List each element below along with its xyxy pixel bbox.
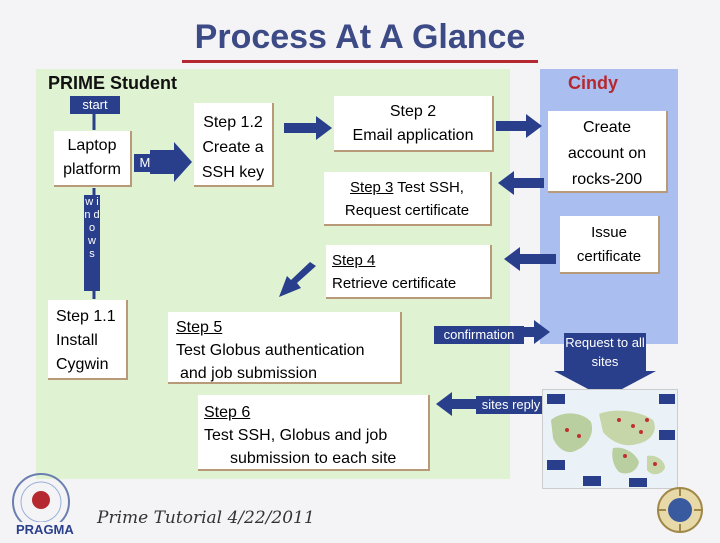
step-5-line-3: and job submission xyxy=(180,365,317,382)
sites-map-image xyxy=(542,389,678,489)
windows-char: i xyxy=(96,196,99,208)
student-panel-label: PRIME Student xyxy=(48,73,177,93)
nsf-seal xyxy=(656,486,704,534)
create-account-box: Create account on rocks-200 xyxy=(548,111,668,193)
step-6-line-2: Test SSH, Globus and job xyxy=(204,427,388,444)
step-1-2-line-2: Create a xyxy=(202,139,264,156)
title-underline xyxy=(182,60,538,63)
request-line-2: to all sites xyxy=(591,335,645,369)
tutorial-footer: Prime Tutorial 4/22/2011 xyxy=(97,508,315,528)
confirmation-tag: confirmation xyxy=(434,326,524,344)
step-5-line-2: Test Globus authentication xyxy=(176,342,365,359)
issue-certificate-box: Issue certificate xyxy=(560,216,660,274)
windows-tag: w i n d o w s xyxy=(84,195,100,291)
windows-char: s xyxy=(89,248,95,260)
pragma-logo-icon xyxy=(12,473,70,536)
windows-char: w xyxy=(88,235,96,247)
arrow-left-icon xyxy=(498,171,544,195)
laptop-line-1: Laptop xyxy=(67,137,117,154)
arrow-left-icon xyxy=(436,392,476,416)
start-tag: start xyxy=(70,96,120,114)
arrow-down-left-icon xyxy=(279,262,316,297)
step-2-label: Step 2 xyxy=(389,103,437,120)
step-5-label: Step 5 xyxy=(176,319,223,336)
step-4-box: Step 4 Retrieve certificate xyxy=(326,245,492,299)
step-3-line-1: Step 3 Test SSH, xyxy=(324,176,490,199)
pragma-logo: PRAGMA xyxy=(6,470,76,538)
step-1-1-label: Step 1.1 xyxy=(56,308,116,325)
step-4-line-2: Retrieve certificate xyxy=(332,275,457,292)
sites-reply-tag: sites reply xyxy=(476,396,546,414)
step-2-box: Step 2 Email application xyxy=(334,96,494,152)
step-3-label: Step 3 xyxy=(350,179,394,196)
windows-char: d xyxy=(93,209,100,221)
step-6-box: Step 6 Test SSH, Globus and job submissi… xyxy=(198,395,430,471)
create-account-line-3: rocks-200 xyxy=(571,171,643,188)
laptop-line-2: platform xyxy=(63,161,121,178)
issue-cert-line-2: certificate xyxy=(576,248,642,265)
laptop-platform-box: Laptop platform xyxy=(54,131,132,187)
request-line-1: Request xyxy=(565,335,614,350)
step-3-box: Step 3 Test SSH, Request certificate xyxy=(324,172,492,226)
step-1-2-label: Step 1.2 xyxy=(203,114,263,131)
step-1-1-line-3: Cygwin xyxy=(56,356,109,373)
step-1-1-box: Step 1.1 Install Cygwin xyxy=(48,300,128,380)
windows-char: n xyxy=(84,209,91,221)
step-1-1-line-2: Install xyxy=(56,332,98,349)
arrow-right-icon xyxy=(496,114,542,138)
arrow-down-icon xyxy=(554,371,656,398)
step-4-label: Step 4 xyxy=(332,252,376,269)
request-all-sites-tag: Request to all sites xyxy=(564,333,646,371)
create-account-line-1: Create xyxy=(582,119,632,136)
world-map-icon xyxy=(543,390,677,488)
step-5-box: Step 5 Test Globus authentication and jo… xyxy=(168,312,402,384)
step-1-2-box: Step 1.2 Create a SSH key xyxy=(194,103,274,187)
windows-char: w xyxy=(85,196,94,208)
page-title: Process At A Glance xyxy=(194,18,526,56)
arrow-right-icon xyxy=(150,142,192,182)
arrow-left-icon xyxy=(504,247,556,271)
step-1-2-line-3: SSH key xyxy=(201,164,265,181)
pragma-logo-text: PRAGMA xyxy=(16,522,74,537)
create-account-line-2: account on xyxy=(567,145,647,162)
admin-panel-label: Cindy xyxy=(568,73,619,93)
arrow-right-icon xyxy=(284,116,332,140)
step-3-line-2: Request certificate xyxy=(344,202,470,219)
nsf-seal-icon xyxy=(657,487,703,533)
step-6-line-3: submission to each site xyxy=(230,450,397,467)
arrow-right-icon xyxy=(524,320,550,344)
step-3-rest: Test SSH, xyxy=(393,179,464,196)
step-6-label: Step 6 xyxy=(204,404,251,421)
step-2-line-2: Email application xyxy=(352,127,474,144)
issue-cert-line-1: Issue xyxy=(591,224,627,241)
windows-char: o xyxy=(88,222,96,234)
